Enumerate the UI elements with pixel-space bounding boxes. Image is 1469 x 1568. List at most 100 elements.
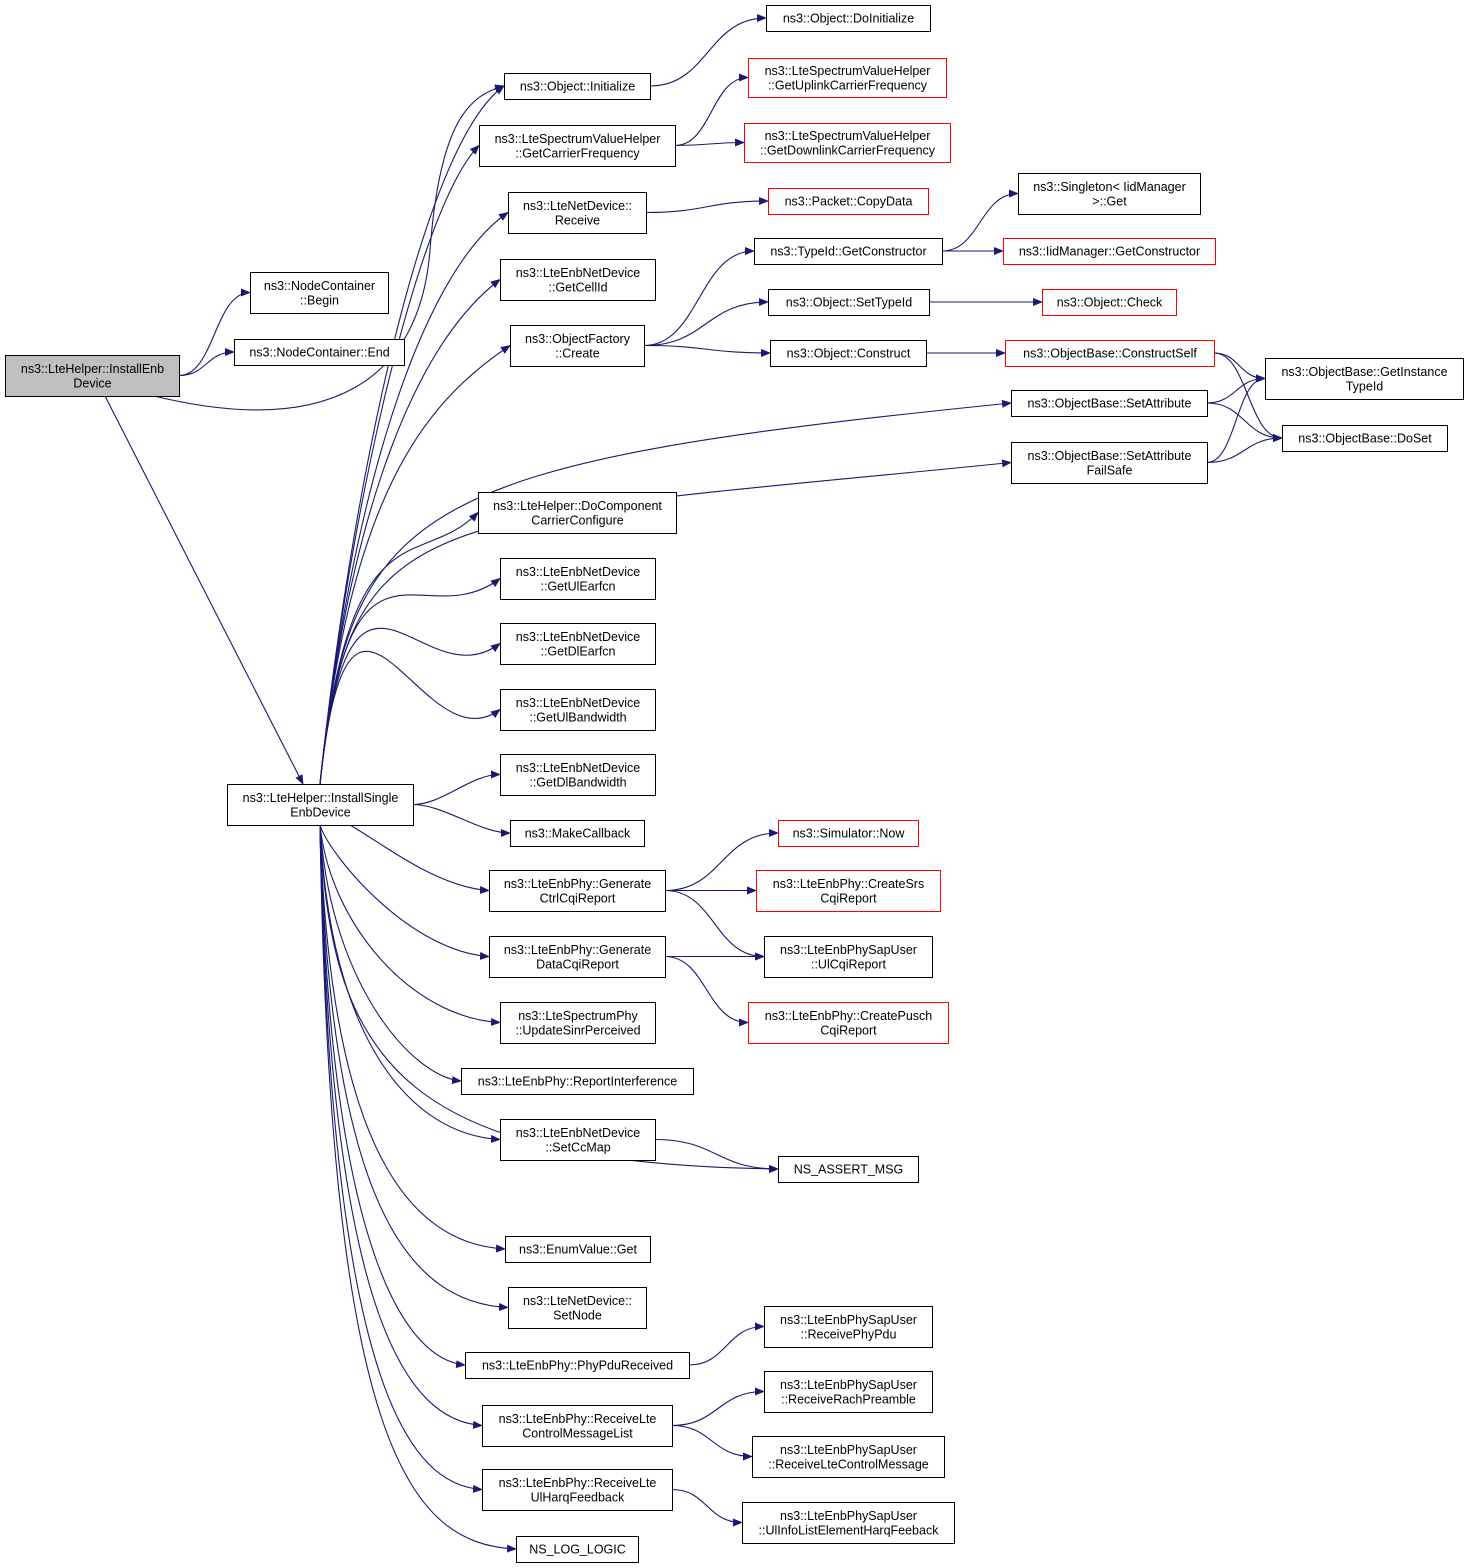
node-nsAssert[interactable]: NS_ASSERT_MSG [778, 1156, 919, 1183]
node-label: ns3::LteEnbPhySapUser [780, 1443, 917, 1457]
node-label: ::Begin [300, 293, 339, 307]
node-rxRach[interactable]: ns3::LteEnbPhySapUser::ReceiveRachPreamb… [764, 1371, 933, 1413]
edge-phyPduRx-to-rxPhyPdu [688, 1322, 765, 1366]
node-svhCarrier[interactable]: ns3::LteSpectrumValueHelper::GetCarrierF… [479, 125, 676, 167]
node-label: ns3::Object::DoInitialize [783, 12, 914, 26]
node-label: Receive [555, 213, 600, 227]
node-label: Device [73, 376, 111, 390]
node-label: ns3::ObjectBase::DoSet [1298, 432, 1432, 446]
node-label: ns3::ObjectFactory [525, 332, 631, 346]
node-objCheck[interactable]: ns3::Object::Check [1042, 289, 1177, 316]
node-getUlBw[interactable]: ns3::LteEnbNetDevice::GetUlBandwidth [500, 689, 656, 731]
node-tidGetCtor[interactable]: ns3::TypeId::GetConstructor [754, 238, 943, 265]
edge-installSingle-to-ofCreate [319, 344, 511, 785]
node-ofCreate[interactable]: ns3::ObjectFactory::Create [510, 325, 645, 367]
edge-installEnb-to-ncBegin [178, 288, 251, 377]
node-label: NS_ASSERT_MSG [794, 1163, 904, 1177]
node-setNode[interactable]: ns3::LteNetDevice::SetNode [508, 1287, 647, 1329]
node-ulCqiReport[interactable]: ns3::LteEnbPhySapUser::UlCqiReport [764, 936, 933, 978]
edge-installSingle-to-makeCallback [412, 803, 511, 837]
node-rxPhyPdu[interactable]: ns3::LteEnbPhySapUser::ReceivePhyPdu [764, 1306, 933, 1348]
node-iidGetCtor[interactable]: ns3::IidManager::GetConstructor [1003, 238, 1216, 265]
node-label: ns3::Object::Check [1057, 296, 1163, 310]
node-simNow[interactable]: ns3::Simulator::Now [778, 820, 919, 847]
edge-installSingle-to-nsAssert [319, 824, 779, 1173]
edge-layer [104, 14, 1283, 1553]
node-box [234, 339, 405, 366]
node-phyPduRx[interactable]: ns3::LteEnbPhy::PhyPduReceived [465, 1352, 690, 1379]
node-label: FailSafe [1087, 463, 1133, 477]
node-label: ns3::LteEnbPhy::ReceiveLte [499, 1476, 657, 1490]
node-label: ns3::Singleton< IidManager [1033, 180, 1186, 194]
node-box [1005, 340, 1215, 367]
node-box [250, 272, 389, 314]
node-label: SetNode [553, 1308, 602, 1322]
edge-genDataCqi-to-createPusch [664, 955, 749, 1027]
node-objConstruct[interactable]: ns3::Object::Construct [770, 340, 927, 367]
edge-installSingle-to-enumGet [319, 824, 506, 1253]
node-label: ns3::LteEnbNetDevice [516, 266, 640, 280]
node-nsLogLogic[interactable]: NS_LOG_LOGIC [516, 1536, 639, 1563]
node-obSetAttr[interactable]: ns3::ObjectBase::SetAttribute [1011, 390, 1208, 417]
node-box [505, 1236, 651, 1263]
edge-installSingle-to-doCompCarrier [319, 511, 479, 785]
edge-installSingle-to-setNode [319, 824, 509, 1312]
node-label: ::UpdateSinrPerceived [515, 1023, 640, 1037]
node-rxLteCtrlList[interactable]: ns3::LteEnbPhy::ReceiveLteControlMessage… [482, 1405, 673, 1447]
node-objDoInit[interactable]: ns3::Object::DoInitialize [766, 5, 931, 32]
node-setCcMap[interactable]: ns3::LteEnbNetDevice::SetCcMap [500, 1119, 656, 1161]
edge-installSingle-to-obSetAttr [319, 399, 1012, 785]
node-obConstructSelf[interactable]: ns3::ObjectBase::ConstructSelf [1005, 340, 1215, 367]
node-reportIntf[interactable]: ns3::LteEnbPhy::ReportInterference [461, 1068, 694, 1095]
node-box [5, 355, 180, 397]
node-box [500, 689, 656, 731]
node-box [778, 820, 919, 847]
node-pktCopy[interactable]: ns3::Packet::CopyData [768, 188, 929, 215]
node-label: ::GetCellId [548, 280, 607, 294]
node-objSetTypeId[interactable]: ns3::Object::SetTypeId [768, 289, 930, 316]
node-label: ns3::LteEnbPhy::CreateSrs [773, 877, 924, 891]
node-label: ns3::LteEnbPhy::ReceiveLte [499, 1412, 657, 1426]
node-svhDownlink[interactable]: ns3::LteSpectrumValueHelper::GetDownlink… [744, 123, 951, 163]
node-obDoSet[interactable]: ns3::ObjectBase::DoSet [1282, 425, 1448, 452]
node-rxLteCtrlMsg[interactable]: ns3::LteEnbPhySapUser::ReceiveLteControl… [752, 1436, 945, 1478]
edge-installSingle-to-rxLteCtrlList [319, 824, 483, 1429]
node-svhUplink[interactable]: ns3::LteSpectrumValueHelper::GetUplinkCa… [748, 58, 947, 98]
node-box [1042, 289, 1177, 316]
node-enumGet[interactable]: ns3::EnumValue::Get [505, 1236, 651, 1263]
node-box [754, 238, 943, 265]
node-box [500, 754, 656, 796]
node-enbCellId[interactable]: ns3::LteEnbNetDevice::GetCellId [500, 259, 656, 301]
node-ncBegin[interactable]: ns3::NodeContainer::Begin [250, 272, 389, 314]
edge-installSingle-to-objInit [319, 85, 505, 785]
node-label: ns3::Object::SetTypeId [786, 296, 913, 310]
node-label: ns3::LteEnbPhy::PhyPduReceived [482, 1359, 673, 1373]
node-box [764, 1306, 933, 1348]
node-singletonGet[interactable]: ns3::Singleton< IidManager>::Get [1018, 173, 1201, 215]
node-label: ControlMessageList [522, 1426, 633, 1440]
edge-installSingle-to-svhCarrier [319, 144, 480, 785]
node-label: ns3::LteNetDevice:: [523, 199, 632, 213]
node-label: ns3::NodeContainer::End [249, 346, 389, 360]
node-objInit[interactable]: ns3::Object::Initialize [504, 73, 651, 100]
node-ncEnd[interactable]: ns3::NodeContainer::End [234, 339, 405, 366]
node-doCompCarrier[interactable]: ns3::LteHelper::DoComponentCarrierConfig… [478, 492, 677, 534]
node-label: ::ReceiveLteControlMessage [768, 1457, 929, 1471]
node-makeCallback[interactable]: ns3::MakeCallback [510, 820, 645, 847]
node-netReceive[interactable]: ns3::LteNetDevice::Receive [508, 192, 647, 234]
node-getUlEarfcn[interactable]: ns3::LteEnbNetDevice::GetUlEarfcn [500, 558, 656, 600]
node-getDlEarfcn[interactable]: ns3::LteEnbNetDevice::GetDlEarfcn [500, 623, 656, 665]
edge-obSetAttrFS-to-obDoSet [1206, 434, 1283, 464]
node-ulInfoHarq[interactable]: ns3::LteEnbPhySapUser::UlInfoListElement… [742, 1502, 955, 1544]
node-updSinr[interactable]: ns3::LteSpectrumPhy::UpdateSinrPerceived [500, 1002, 656, 1044]
node-getDlBw[interactable]: ns3::LteEnbNetDevice::GetDlBandwidth [500, 754, 656, 796]
